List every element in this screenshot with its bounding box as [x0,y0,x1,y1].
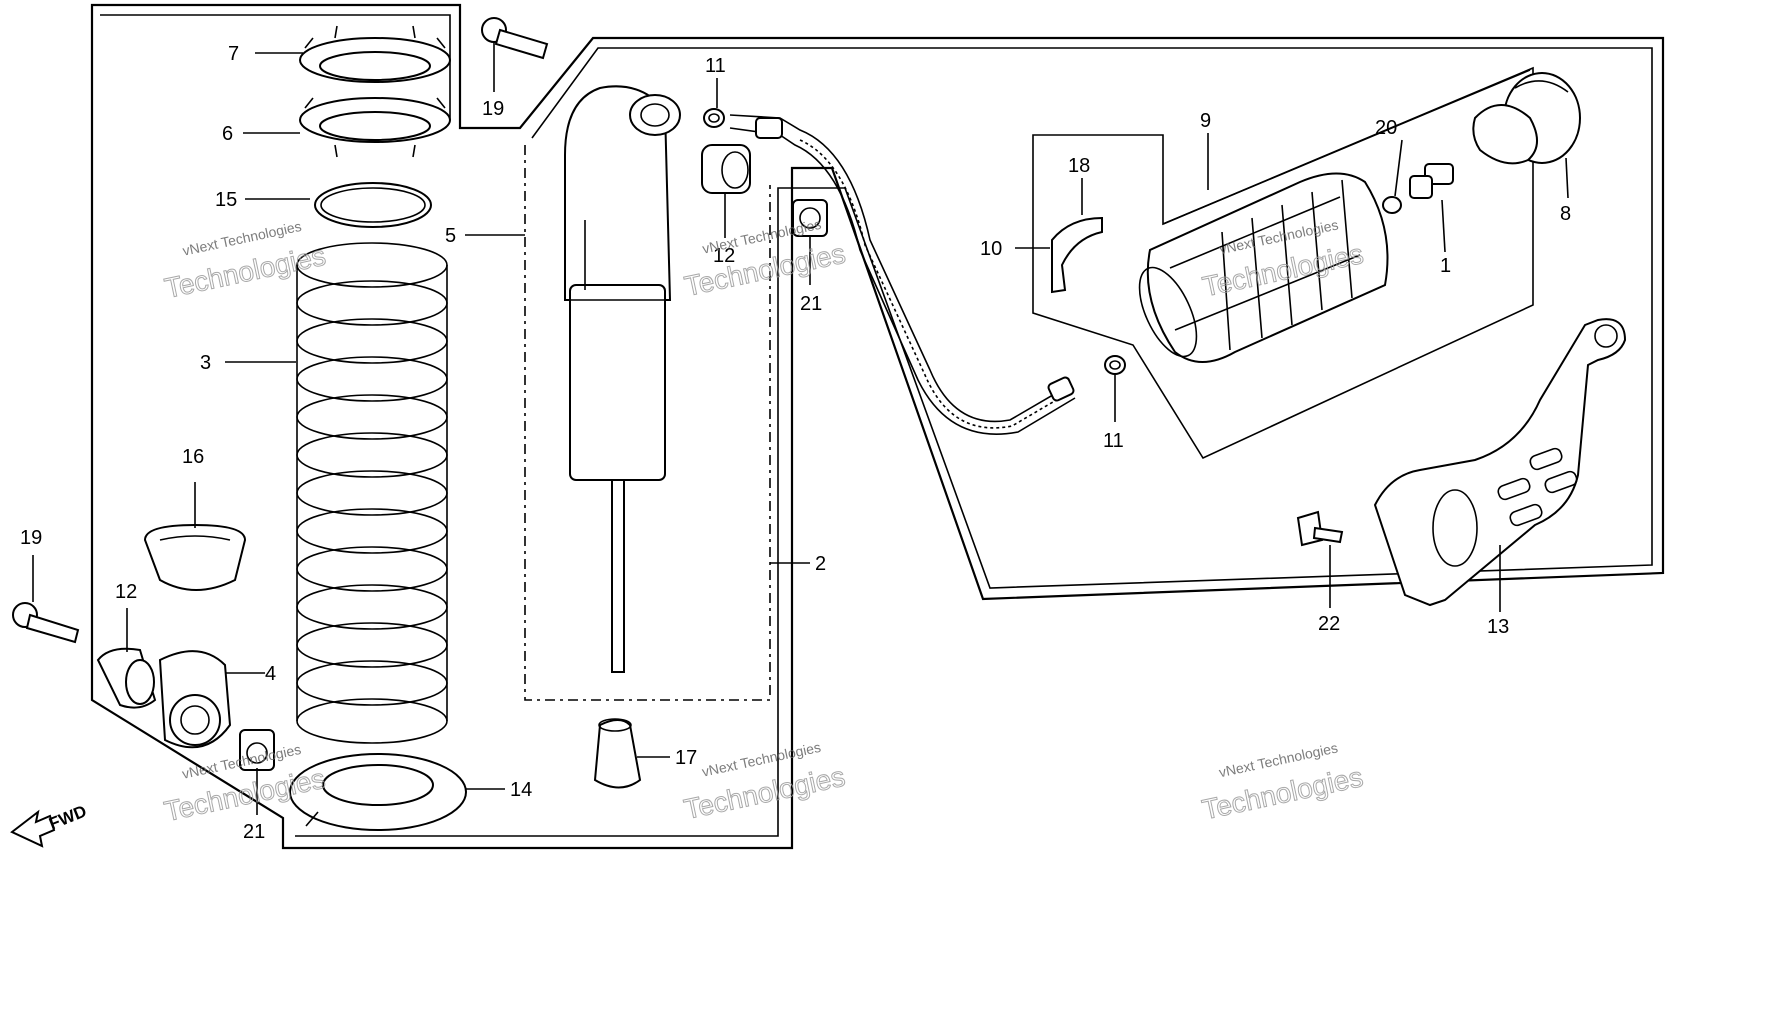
forward-direction-indicator: FWD [10,802,89,848]
callout-11-lower: 11 [1103,430,1124,452]
callout-22: 22 [1318,613,1340,635]
reservoir-hose [729,114,1076,435]
callout-19-upper: 19 [482,98,504,120]
washer-lower [1104,355,1126,375]
reservoir-valve [1409,163,1454,199]
lock-nut-lower [299,97,451,158]
callout-13: 13 [1487,616,1509,638]
bump-rubber [593,718,642,789]
callout-11-upper: 11 [705,55,726,77]
callout-7: 7 [228,43,239,65]
callout-20: 20 [1375,117,1397,139]
callout-5: 5 [445,225,456,247]
bushing-upper [701,144,751,194]
reservoir-end-cap [1472,72,1581,165]
coil-spring [296,242,448,744]
callout-18: 18 [1068,155,1090,177]
callout-15: 15 [215,189,237,211]
callout-2: 2 [815,553,826,575]
callout-6: 6 [222,123,233,145]
callout-12-lower: 12 [115,581,137,603]
gas-reservoir [1138,172,1389,363]
callout-labels: 7 6 15 3 16 19 12 4 21 14 5 17 2 11 12 2… [20,43,1571,843]
lock-nut-upper [299,25,451,83]
callout-21-upper: 21 [800,293,822,315]
lower-mount-bolt [12,602,80,644]
valve-o-ring [1382,196,1402,214]
assembly-outline [90,3,1665,850]
bump-stop-cap [143,523,247,591]
callout-21-lower: 21 [243,821,265,843]
spring-seat-ring [314,182,432,228]
reservoir-clamp-strap [1051,216,1103,294]
callout-3: 3 [200,352,211,374]
callout-8: 8 [1560,203,1571,225]
watermark: vNext Technologies Technologies [1199,739,1366,825]
reservoir-bracket [1373,318,1627,607]
lower-spring-seat [289,753,467,831]
callout-12-upper: 12 [713,245,735,267]
callout-9: 9 [1200,110,1211,132]
callout-10: 10 [980,238,1002,260]
lower-mount-eye [158,650,232,749]
leader-lines [32,42,1569,815]
watermark: vNext Technologies Technologies [161,218,328,305]
callout-17: 17 [675,747,697,769]
fwd-label: FWD [46,802,89,834]
callout-1: 1 [1440,255,1451,277]
callout-19-lower: 19 [20,527,42,549]
bracket-bolt [1296,510,1344,547]
callout-16: 16 [182,446,204,468]
damper-body [564,85,681,673]
bushing-left [96,647,157,709]
washer-upper [703,108,725,128]
watermark: vNext Technologies Technologies [681,739,848,826]
callout-14: 14 [510,779,532,801]
upper-mount-bolt [481,17,549,60]
callout-4: 4 [265,663,276,685]
